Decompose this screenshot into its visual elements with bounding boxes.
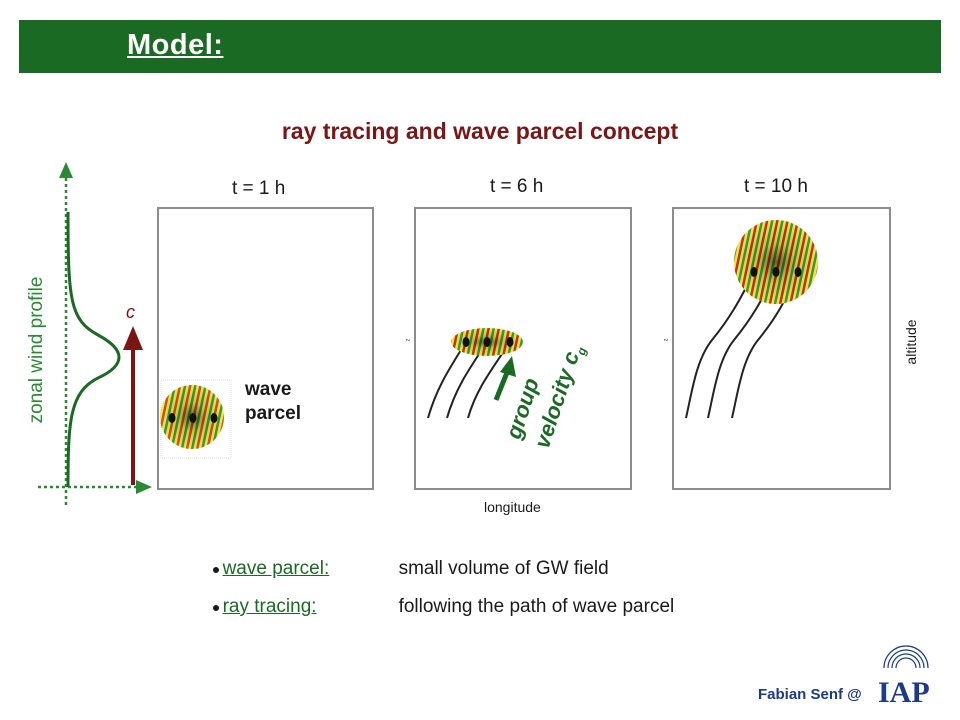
time-label-panel-1: t = 1 h: [232, 178, 286, 199]
wave-parcel-t6: [451, 328, 523, 356]
group-velocity-arrowhead: [500, 356, 516, 377]
bullet-definition: following the path of wave parcel: [398, 596, 675, 617]
wind-profile-arrowhead-up: [59, 162, 73, 178]
group-velocity-arrow: [493, 369, 511, 401]
author-credit: Fabian Senf @: [758, 686, 862, 703]
bullet-ray-tracing: ray tracing: following the path of wave p…: [212, 596, 675, 618]
wave-parcel-t10: [734, 220, 818, 304]
altitude-axis-label: altitude: [903, 319, 919, 365]
wave-parcel-t1: [160, 379, 232, 459]
bullet-definition: small volume of GW field: [398, 558, 609, 579]
bullet-term: wave parcel:: [222, 558, 330, 579]
slide-title: ray tracing and wave parcel concept: [281, 118, 679, 144]
header-bar: [19, 20, 941, 73]
time-label-panel-3: t = 10 h: [744, 176, 808, 197]
bullet-wave-parcel: wave parcel: small volume of GW field: [212, 558, 609, 580]
wave-parcel-label: wave parcel: [245, 379, 301, 424]
bullet-dot-2: [213, 605, 219, 611]
phase-speed-label: c: [126, 302, 135, 322]
time-label-panel-2: t = 6 h: [490, 176, 544, 197]
longitude-axis-label: longitude: [484, 499, 541, 515]
bullet-dot-1: [213, 567, 219, 573]
wind-profile-arrowhead-right: [136, 480, 152, 494]
zonal-wind-profile-label: zonal wind profile: [26, 276, 47, 424]
wind-profile-curve: [66, 211, 121, 488]
panel-t6: z: [406, 207, 632, 490]
iap-logo-arcs-icon: [883, 645, 929, 669]
iap-logo-text: IAP: [878, 676, 930, 709]
header-title: Model:: [127, 29, 224, 61]
phase-speed-arrowhead: [123, 326, 143, 350]
bullet-term: ray tracing:: [222, 596, 317, 617]
